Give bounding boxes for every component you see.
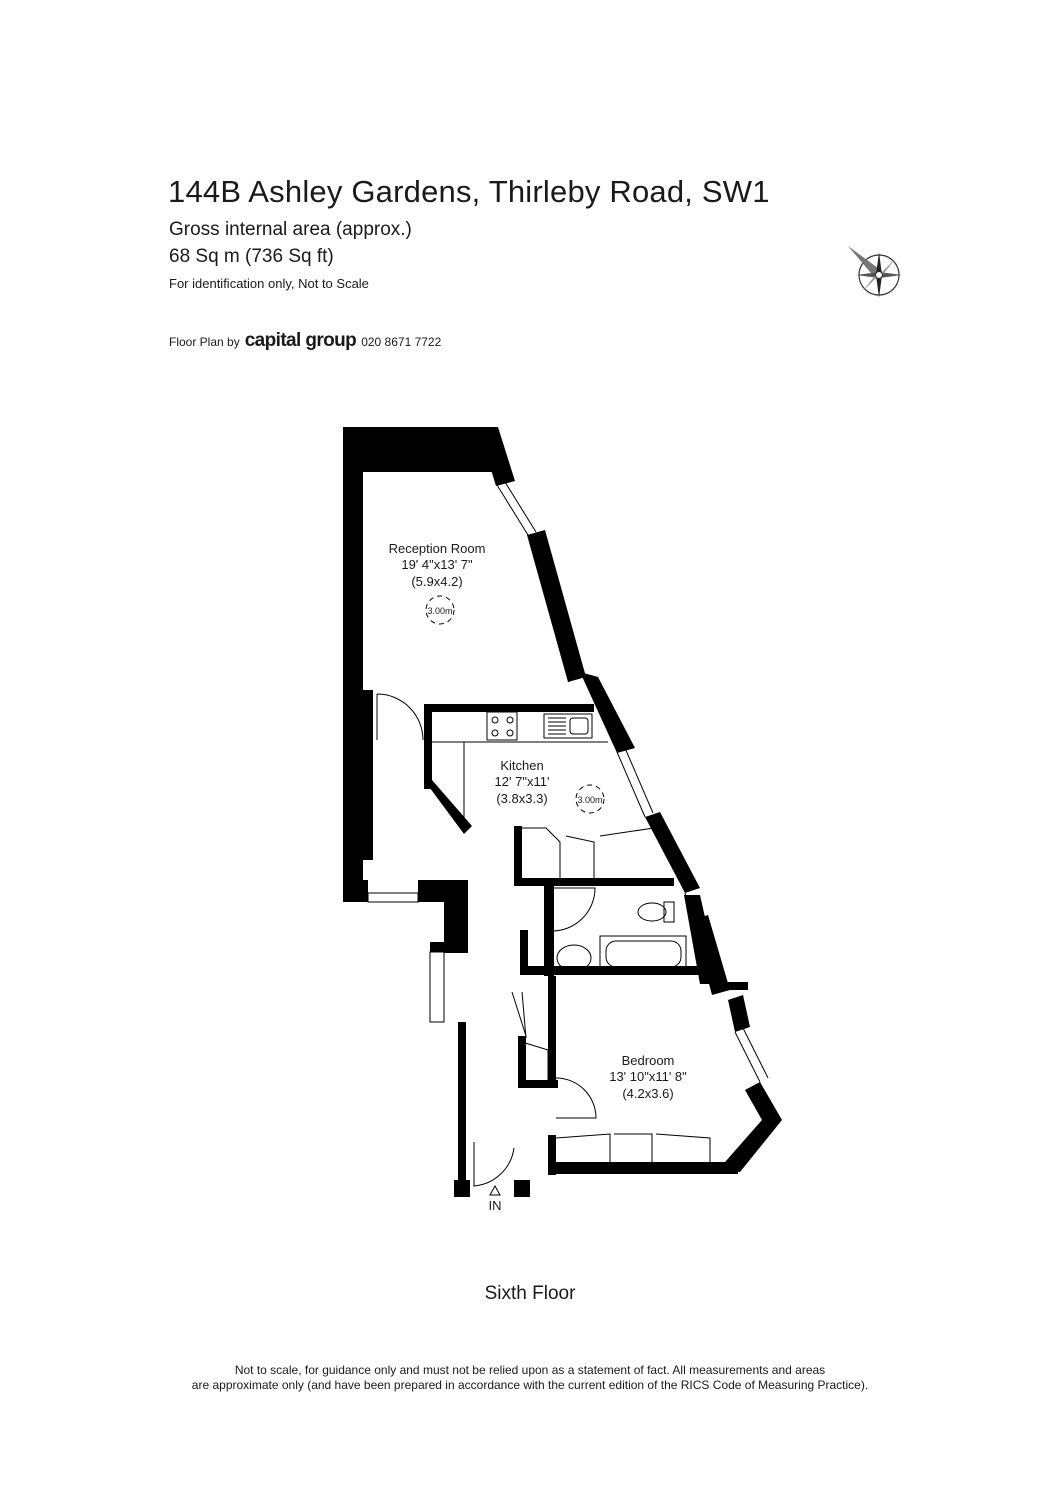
area-value: 68 Sq m (736 Sq ft): [169, 246, 334, 267]
credit-prefix: Floor Plan by: [169, 335, 240, 349]
kitchen-imperial: 12' 7"x11': [495, 774, 550, 789]
disclaimer-line-2: are approximate only (and have been prep…: [191, 1378, 869, 1392]
room-labels: Reception Room 19' 4"x13' 7" (5.9x4.2) 3…: [389, 541, 688, 1213]
walls: [343, 427, 782, 1197]
fixtures: [351, 481, 769, 1196]
reception-metric: (5.9x4.2): [411, 574, 462, 589]
identification-note: For identification only, Not to Scale: [169, 276, 369, 291]
kitchen-name: Kitchen: [500, 758, 543, 773]
compass-rose-icon: [848, 246, 902, 298]
brand-logo: capital group: [244, 330, 357, 351]
plan-title: 144B Ashley Gardens, Thirleby Road, SW1: [168, 174, 770, 209]
bedroom-imperial: 13' 10"x11' 8": [609, 1069, 687, 1084]
kitchen-metric: (3.8x3.3): [496, 791, 547, 806]
area-label: Gross internal area (approx.): [169, 219, 412, 240]
floor-plan-credit: Floor Plan by capital group 020 8671 772…: [169, 330, 441, 352]
bedroom-metric: (4.2x3.6): [622, 1086, 673, 1101]
bedroom-name: Bedroom: [622, 1053, 675, 1068]
kitchen-ceiling: 3.00m: [577, 795, 602, 805]
reception-name: Reception Room: [389, 541, 486, 556]
floor-name: Sixth Floor: [484, 1283, 576, 1304]
disclaimer-line-1: Not to scale, for guidance only and must…: [234, 1363, 826, 1377]
reception-ceiling: 3.00m: [427, 606, 452, 616]
entrance-label: IN: [489, 1198, 502, 1213]
credit-phone: 020 8671 7722: [361, 335, 442, 349]
disclaimer: Not to scale, for guidance only and must…: [0, 1363, 1060, 1393]
reception-imperial: 19' 4"x13' 7": [401, 557, 473, 572]
